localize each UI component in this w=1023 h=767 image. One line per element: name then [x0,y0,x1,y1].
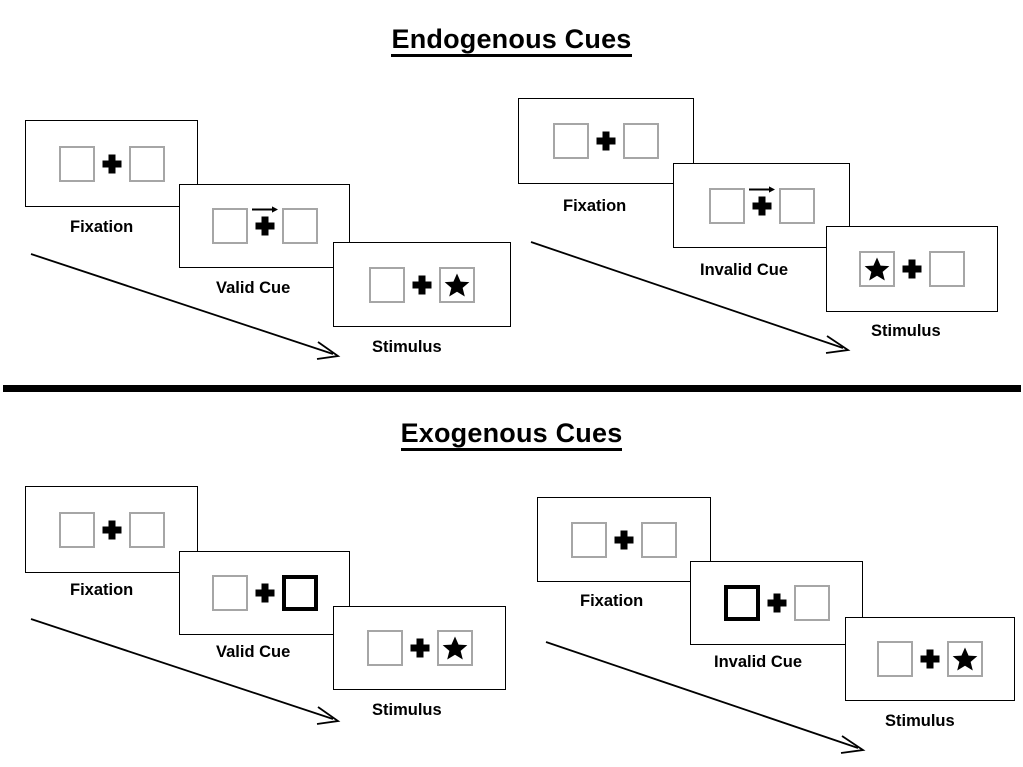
panel-label-exogenous-valid-stimulus: Stimulus [372,701,442,719]
right-box-with-star [947,641,983,677]
panel-content [708,185,815,225]
right-box [778,187,815,224]
panel-label-exogenous-invalid-cue: Invalid Cue [714,653,803,671]
section-heading-endogenous: Endogenous Cues [0,24,1023,58]
time-arrow-endogenous-invalid [530,241,851,354]
panel-endogenous-valid-cue [179,184,350,268]
left-box [369,266,405,303]
panel-label-endogenous-valid-stimulus: Stimulus [372,338,442,356]
fixation-plus-with-arrow-icon [248,206,282,245]
section-heading-exogenous: Exogenous Cues [0,418,1023,452]
fixation-plus-icon [405,266,439,304]
panel-exogenous-invalid-stimulus [845,617,1015,701]
fixation-plus-icon [895,250,929,288]
left-box [58,511,95,548]
fixation-plus-with-arrow-icon [745,185,779,225]
section-heading-exogenous-text: Exogenous Cues [400,419,623,452]
fixation-plus-icon [589,122,623,160]
right-box [929,251,965,287]
panel-content [211,574,318,612]
left-box [366,630,403,666]
panel-content [553,122,659,160]
panel-exogenous-invalid-cue [690,561,863,645]
right-box-cued [281,575,318,611]
right-box-with-star [436,630,473,666]
left-box [211,208,248,244]
panel-endogenous-invalid-fixation [518,98,694,184]
right-box [641,521,677,558]
fixation-plus-icon [607,521,641,559]
fixation-plus-icon [95,145,129,183]
panel-content [58,145,165,183]
panel-endogenous-invalid-stimulus [826,226,998,312]
panel-content [58,511,165,549]
panel-exogenous-valid-cue [179,551,350,635]
left-box [211,575,248,611]
panel-content [723,584,830,622]
panel-exogenous-valid-stimulus [333,606,506,690]
left-box [571,521,607,558]
panel-label-endogenous-invalid-fixation: Fixation [563,197,627,215]
left-box-cued [723,585,760,621]
right-box [128,145,165,182]
left-box [553,123,589,159]
fixation-plus-icon [403,629,437,667]
panel-exogenous-invalid-fixation [537,497,711,582]
panel-label-exogenous-valid-fixation: Fixation [70,581,134,599]
fixation-plus-icon [913,640,947,678]
panel-label-endogenous-valid-cue: Valid Cue [216,279,291,297]
left-box [877,641,913,677]
left-box [58,145,95,182]
right-arrow-icon [748,185,775,193]
right-box [128,511,165,548]
panel-exogenous-valid-fixation [25,486,198,573]
panel-label-endogenous-invalid-stimulus: Stimulus [871,322,941,340]
section-divider [3,385,1021,392]
star-icon [442,636,467,660]
right-arrow-icon [251,206,278,213]
star-icon [952,647,978,671]
fixation-plus-icon [95,511,129,549]
panel-content [571,521,677,559]
panel-endogenous-valid-fixation [25,120,198,207]
star-icon [444,273,470,296]
right-box [623,123,659,159]
panel-endogenous-valid-stimulus [333,242,511,327]
panel-label-exogenous-invalid-fixation: Fixation [580,592,644,610]
panel-label-exogenous-invalid-stimulus: Stimulus [885,712,955,730]
left-box-with-star [859,251,895,287]
panel-label-exogenous-valid-cue: Valid Cue [216,643,291,661]
right-box-with-star [439,266,475,303]
right-box [793,585,830,621]
panel-endogenous-invalid-cue [673,163,850,248]
panel-content [366,629,473,667]
fixation-plus-icon [248,574,282,612]
star-icon [864,257,890,281]
panel-content [369,266,475,304]
fixation-plus-icon [760,584,794,622]
left-box [708,187,745,224]
panel-label-endogenous-valid-fixation: Fixation [70,218,134,236]
right-box [281,208,318,244]
panel-label-endogenous-invalid-cue: Invalid Cue [700,261,789,279]
panel-content [211,206,318,245]
panel-content [859,250,965,288]
time-arrow-exogenous-invalid [545,641,866,754]
panel-content [877,640,983,678]
section-heading-endogenous-text: Endogenous Cues [391,25,632,58]
